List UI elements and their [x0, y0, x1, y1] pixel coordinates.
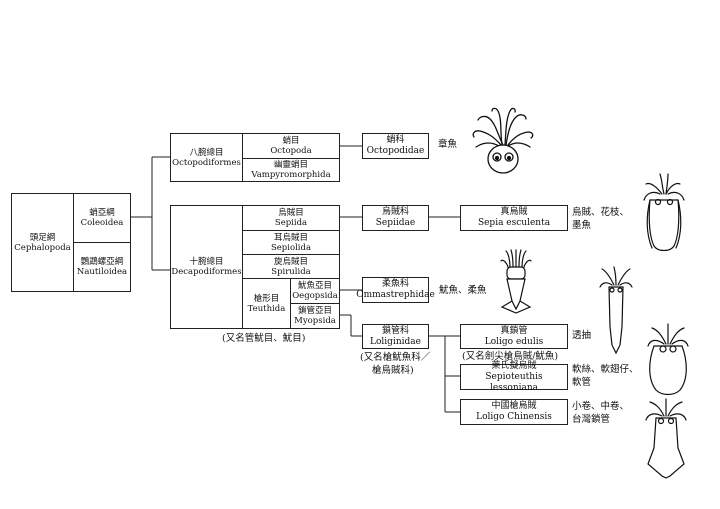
species-name-zh: 真烏賊 — [500, 207, 528, 217]
superorder-name-la: Octopodiformes — [172, 157, 241, 168]
subclass-name-la: Nautiloidea — [76, 267, 128, 277]
flying-squid-icon — [500, 249, 532, 314]
loligo-alias-note: (又名劍尖槍烏賊/魷魚) — [462, 351, 559, 362]
species-name-la: Sepioteuthis lessoniana — [485, 371, 543, 393]
subclass-name-la: Coleoidea — [80, 218, 124, 228]
species-name-zh: 中國槍烏賊 — [491, 401, 537, 411]
order-name-zh: 槍形目 — [253, 293, 280, 304]
order-sepiida: 烏賊目 Sepiida — [243, 206, 339, 230]
species-name-la: Loligo edulis — [484, 336, 544, 347]
species-sepioteuthis-lessoniana: 萊氏擬烏賊 Sepioteuthis lessoniana — [460, 360, 568, 393]
octopus-icon — [472, 107, 534, 174]
common-name-ommastrephidae: 魷魚、柔魚 — [439, 285, 487, 296]
family-name-zh: 柔魚科 — [381, 279, 409, 289]
class-subclass-block: 頭足綱 Cephalopoda 蛸亞綱 Coleoidea 鸚鵡螺亞綱 Naut… — [11, 193, 131, 292]
order-name-la: Vampyromorphida — [251, 170, 331, 180]
order-octopoda: 蛸目 Octopoda — [243, 134, 339, 158]
cuttlefish-icon — [643, 173, 685, 252]
order-name-la: Sepiolida — [270, 242, 312, 253]
species-name-zh: 真鎖管 — [500, 325, 528, 336]
suborder-name-la: Myopsida — [294, 316, 336, 326]
suborder-myopsida: 鎖管亞目 Myopsida — [291, 303, 339, 328]
suborder-name-zh: 魷魚亞目 — [297, 281, 332, 291]
order-name-zh: 蛸目 — [282, 136, 300, 146]
family-ommastrephidae: 柔魚科 Ommastrephidae — [356, 277, 435, 303]
class-name-la: Cephalopoda — [14, 242, 71, 253]
species-sepia-esculenta: 真烏賊 Sepia esculenta — [460, 205, 568, 231]
order-name-la: Sepiida — [274, 218, 308, 228]
superorder-name-la: Decapodiformes — [171, 267, 242, 277]
superorder-decapodiformes-block: 十腕總目 Decapodiformes 烏賊目 Sepiida 耳烏賊目 Sep… — [170, 205, 340, 329]
species-name-la: Sepia esculenta — [477, 218, 551, 228]
common-name-sepia-line2: 墨魚 — [572, 220, 592, 231]
species-loligo-edulis: 真鎖管 Loligo edulis — [460, 324, 568, 349]
suborder-name-zh: 鎖管亞目 — [297, 306, 332, 316]
family-loliginidae: 鎖管科 Loliginidae — [362, 324, 429, 349]
order-teuthida: 槍形目 Teuthida — [243, 278, 291, 328]
subclass-name-zh: 鸚鵡螺亞綱 — [80, 257, 124, 267]
family-name-la: Sepiidae — [375, 218, 416, 228]
slender-squid-icon — [599, 266, 633, 355]
order-name-zh: 耳烏賊目 — [273, 232, 308, 243]
subclass-name-zh: 蛸亞綱 — [89, 208, 115, 218]
family-octopodidae: 蛸科 Octopodidae — [362, 133, 429, 159]
superorder-name-zh: 八腕總目 — [189, 147, 224, 158]
family-name-la: Octopodidae — [366, 146, 425, 156]
family-name-zh: 鎖管科 — [381, 325, 409, 336]
superorder-octopodiformes: 八腕總目 Octopodiformes — [171, 134, 243, 181]
common-name-chinensis-line1: 小卷、中卷、 — [572, 401, 630, 412]
order-spirulida: 旋烏賊目 Spirulida — [243, 254, 339, 278]
family-name-zh: 烏賊科 — [381, 207, 409, 217]
family-name-la: Loliginidae — [370, 336, 421, 347]
order-name-la: Octopoda — [270, 146, 312, 156]
common-name-octopus: 章魚 — [438, 139, 458, 150]
oval-squid-icon — [647, 323, 689, 396]
common-name-chinensis-line2: 台灣鎖管 — [572, 414, 611, 425]
common-name-sepia-line1: 烏賊、花枝、 — [572, 207, 630, 218]
suborder-oegopsida: 魷魚亞目 Oegopsida — [291, 278, 339, 303]
order-sepiolida: 耳烏賊目 Sepiolida — [243, 230, 339, 254]
order-name-zh: 旋烏賊目 — [273, 256, 308, 267]
loliginidae-alias-note-line2: 槍烏賊科) — [372, 365, 414, 376]
order-name-zh: 幽靈蛸目 — [273, 160, 308, 170]
class-name-zh: 頭足綱 — [29, 232, 56, 243]
family-sepiidae: 烏賊科 Sepiidae — [362, 205, 429, 231]
species-name-la: Loligo Chinensis — [476, 412, 552, 422]
common-name-sepioteuthis-line1: 軟絲、軟翅仔、 — [572, 364, 639, 375]
spear-squid-icon — [645, 398, 687, 479]
subclass-nautiloidea: 鸚鵡螺亞綱 Nautiloidea — [74, 242, 130, 291]
suborder-name-la: Oegopsida — [292, 291, 338, 301]
order-name-la: Spirulida — [271, 266, 311, 277]
teuthida-alias-note: (又名管魷目、魷目) — [222, 333, 306, 344]
family-name-zh: 蛸科 — [386, 135, 405, 145]
order-name-la: Teuthida — [247, 303, 286, 314]
loliginidae-alias-note-line1: (又名槍魷魚科／ — [360, 352, 431, 363]
common-name-sepioteuthis-line2: 軟管 — [572, 377, 592, 388]
family-name-la: Ommastrephidae — [356, 290, 435, 300]
superorder-name-zh: 十腕總目 — [189, 257, 224, 267]
species-loligo-chinensis: 中國槍烏賊 Loligo Chinensis — [460, 399, 568, 425]
order-name-zh: 烏賊目 — [278, 208, 304, 218]
subclass-coleoidea: 蛸亞綱 Coleoidea — [74, 194, 130, 242]
superorder-octopodiformes-block: 八腕總目 Octopodiformes 蛸目 Octopoda 幽靈蛸目 Vam… — [170, 133, 340, 182]
order-vampyromorphida: 幽靈蛸目 Vampyromorphida — [243, 158, 339, 181]
common-name-loligo: 透抽 — [572, 330, 592, 341]
class-cephalopoda: 頭足綱 Cephalopoda — [12, 194, 74, 291]
species-name-zh: 萊氏擬烏賊 — [491, 360, 537, 371]
superorder-decapodiformes: 十腕總目 Decapodiformes — [171, 206, 243, 328]
